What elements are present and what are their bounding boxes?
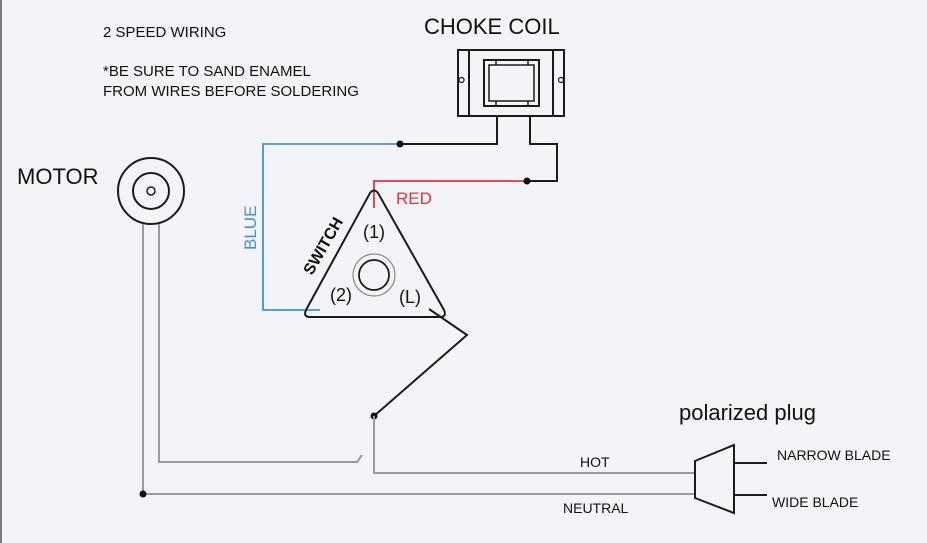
switch-icon: [304, 189, 446, 318]
switch-terminal-2: (2): [330, 285, 352, 305]
note-line-1: *BE SURE TO SAND ENAMEL: [103, 63, 311, 80]
motor-label: MOTOR: [17, 164, 98, 189]
polarized-plug-icon: [694, 443, 767, 515]
diagram-title: 2 SPEED WIRING: [103, 24, 226, 41]
junction-node: [139, 490, 147, 498]
hot-wire-label: HOT: [580, 454, 610, 470]
choke-lead-left: [400, 116, 498, 145]
motor-icon: [117, 157, 185, 225]
choke-lead-right: [527, 116, 558, 182]
note-line-2: FROM WIRES BEFORE SOLDERING: [103, 83, 359, 100]
switch-terminal-1: (1): [363, 222, 385, 242]
red-wire-label: RED: [396, 189, 432, 208]
wide-blade-label: WIDE BLADE: [772, 494, 858, 510]
junction-node: [396, 140, 404, 148]
switch-l-lead: [373, 308, 469, 417]
plug-label: polarized plug: [679, 400, 816, 425]
junction-node: [523, 177, 531, 185]
narrow-blade-label: NARROW BLADE: [777, 447, 891, 463]
blue-wire: [262, 143, 400, 311]
hot-wire: [373, 416, 695, 474]
switch-terminal-l: (L): [399, 287, 421, 307]
neutral-wire-label: NEUTRAL: [563, 500, 629, 516]
red-wire: [373, 180, 527, 208]
motor-lead-speed: [158, 224, 363, 463]
choke-coil-label: CHOKE COIL: [424, 14, 560, 39]
blue-wire-label: BLUE: [241, 206, 260, 250]
choke-coil-icon: [457, 49, 565, 117]
